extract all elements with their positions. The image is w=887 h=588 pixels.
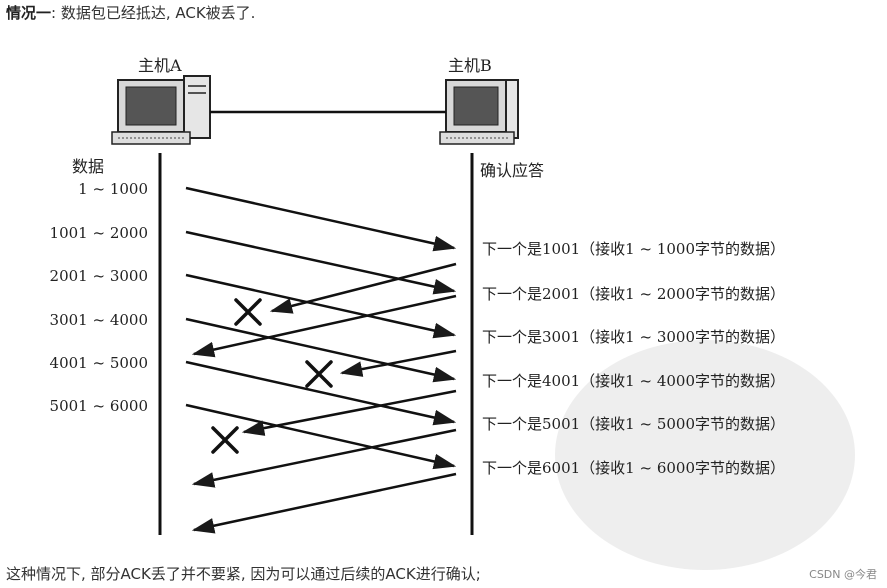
ack-arrow-lost [339, 349, 457, 377]
lost-x-icon [234, 298, 262, 326]
ack-label: 下一个是2001（接收1 ~ 2000字节的数据） [482, 285, 785, 303]
lost-x-icon [211, 426, 239, 454]
ack-arrows [191, 262, 457, 534]
ack-arrow [191, 472, 457, 534]
segment-label: 3001 ~ 4000 [50, 311, 148, 329]
right-column-title: 确认应答 [480, 161, 544, 180]
segment-label: 2001 ~ 3000 [50, 267, 148, 285]
left-column-title: 数据 [72, 157, 104, 176]
computer-icon-host-a [111, 75, 211, 145]
ack-label: 下一个是3001（接收1 ~ 3000字节的数据） [482, 328, 785, 346]
ack-label: 下一个是4001（接收1 ~ 4000字节的数据） [482, 372, 785, 390]
segment-label: 1 ~ 1000 [78, 180, 148, 198]
heading-lead: 情况一 [6, 4, 52, 22]
ack-arrow-lost [241, 389, 457, 436]
data-arrow [185, 403, 457, 470]
footer-caption: 这种情况下, 部分ACK丢了并不要紧, 因为可以通过后续的ACK进行确认; [6, 565, 481, 583]
data-arrow [185, 230, 457, 295]
lost-markers [211, 298, 333, 454]
host-b-label: 主机B [448, 56, 492, 75]
segment-label: 4001 ~ 5000 [50, 354, 148, 372]
stamp-watermark [555, 340, 855, 570]
heading: 情况一: 数据包已经抵达, ACK被丢了. [6, 2, 255, 23]
segment-label: 1001 ~ 2000 [50, 224, 148, 242]
segment-label: 5001 ~ 6000 [50, 397, 148, 415]
data-arrow [185, 360, 457, 426]
ack-arrow-lost [269, 262, 457, 314]
lost-x-icon [305, 360, 333, 388]
ack-label: 下一个是6001（接收1 ~ 6000字节的数据） [482, 459, 785, 477]
csdn-watermark: CSDN @今君 [809, 568, 877, 581]
data-arrow [185, 186, 457, 252]
ack-label: 下一个是5001（接收1 ~ 5000字节的数据） [482, 415, 785, 433]
computer-icon-host-b [439, 79, 519, 145]
heading-text: : 数据包已经抵达, ACK被丢了. [51, 4, 256, 22]
ack-arrow [191, 294, 457, 358]
ack-label: 下一个是1001（接收1 ~ 1000字节的数据） [482, 240, 785, 258]
data-arrow [185, 317, 457, 383]
host-a-label: 主机A [138, 56, 182, 75]
data-arrows [185, 186, 457, 470]
data-arrow [185, 273, 457, 339]
ack-arrow [191, 428, 457, 488]
